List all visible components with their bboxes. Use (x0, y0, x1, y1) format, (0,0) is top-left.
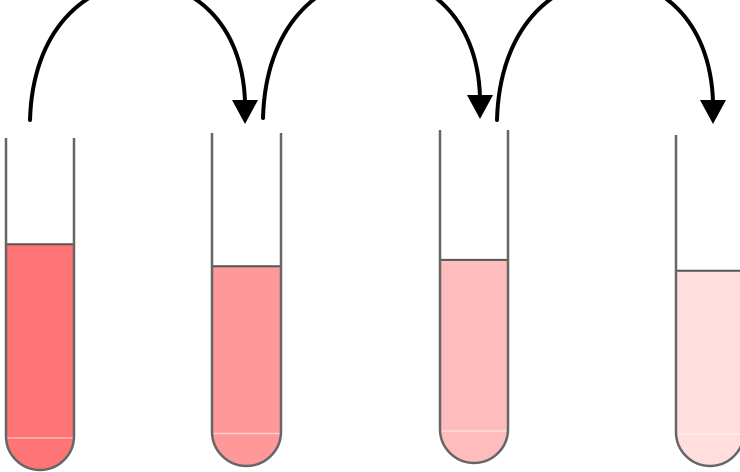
tube-2 (212, 133, 281, 466)
tube-4-liquid (676, 271, 740, 466)
transfer-arrow-3 (497, 0, 726, 124)
transfer-arrow-2-shaft (263, 0, 480, 118)
transfer-arrow-1-head (232, 100, 258, 124)
tube-4 (676, 135, 740, 466)
transfer-arrows (30, 0, 726, 124)
tube-1 (6, 138, 74, 470)
transfer-arrow-2 (263, 0, 493, 119)
transfer-arrow-3-shaft (497, 0, 713, 120)
transfer-arrow-3-head (700, 100, 726, 124)
transfer-arrow-1 (30, 0, 258, 124)
tube-2-liquid (212, 266, 281, 466)
tube-1-liquid (6, 244, 74, 470)
tube-3 (440, 130, 508, 463)
test-tubes (6, 130, 740, 470)
transfer-arrow-2-head (467, 95, 493, 119)
tube-3-liquid (440, 260, 508, 463)
transfer-arrow-1-shaft (30, 0, 245, 120)
